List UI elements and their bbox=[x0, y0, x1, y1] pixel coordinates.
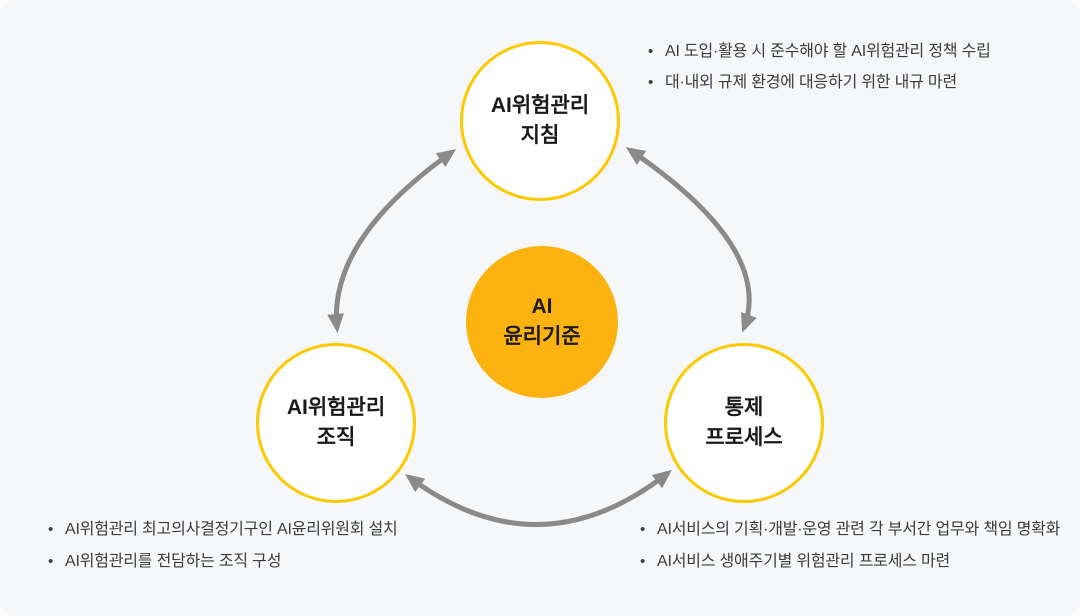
bullet-text: AI위험관리 최고의사결정기구인 AI윤리위원회 설치 bbox=[65, 521, 398, 538]
node-label-organization: AI위험관리 조직 bbox=[286, 395, 386, 449]
bullet-list-guideline: • AI 도입·활용 시 준수해야 할 AI위험관리 정책 수립 • 대·내외 … bbox=[648, 36, 991, 98]
list-item: • AI위험관리를 전담하는 조직 구성 bbox=[48, 546, 398, 578]
bullet-text: AI서비스 생애주기별 위험관리 프로세스 마련 bbox=[657, 553, 951, 570]
bullet-icon: • bbox=[648, 43, 654, 60]
bullet-list-control-process: • AI서비스의 기획·개발·운영 관련 각 부서간 업무와 책임 명확화 • … bbox=[640, 514, 1060, 578]
list-item: • AI 도입·활용 시 준수해야 할 AI위험관리 정책 수립 bbox=[648, 36, 991, 67]
bullet-icon: • bbox=[48, 553, 54, 570]
list-item: • AI위험관리 최고의사결정기구인 AI윤리위원회 설치 bbox=[48, 514, 398, 546]
node-label-guideline: AI위험관리 지침 bbox=[490, 93, 590, 147]
hub-circle-ai-ethics: AI 윤리기준 bbox=[466, 246, 618, 398]
list-item: • 대·내외 규제 환경에 대응하기 위한 내규 마련 bbox=[648, 67, 991, 98]
bullet-icon: • bbox=[640, 521, 646, 538]
bullet-text: AI서비스의 기획·개발·운영 관련 각 부서간 업무와 책임 명확화 bbox=[657, 521, 1061, 538]
bullet-text: AI 도입·활용 시 준수해야 할 AI위험관리 정책 수립 bbox=[665, 43, 991, 60]
hub-label: AI 윤리기준 bbox=[503, 294, 581, 348]
node-label-control-process: 통제 프로세스 bbox=[705, 395, 783, 449]
bullet-icon: • bbox=[640, 553, 646, 570]
node-circle-organization: AI위험관리 조직 bbox=[256, 343, 416, 503]
bullet-icon: • bbox=[648, 74, 654, 91]
list-item: • AI서비스의 기획·개발·운영 관련 각 부서간 업무와 책임 명확화 bbox=[640, 514, 1060, 546]
bullet-text: 대·내외 규제 환경에 대응하기 위한 내규 마련 bbox=[665, 74, 957, 91]
arrow-guideline-organization bbox=[327, 149, 457, 333]
node-circle-control-process: 통제 프로세스 bbox=[664, 343, 824, 503]
bullet-list-organization: • AI위험관리 최고의사결정기구인 AI윤리위원회 설치 • AI위험관리를 … bbox=[48, 514, 398, 578]
node-circle-guideline: AI위험관리 지침 bbox=[460, 41, 620, 201]
bullet-icon: • bbox=[48, 521, 54, 538]
list-item: • AI서비스 생애주기별 위험관리 프로세스 마련 bbox=[640, 546, 1060, 578]
arrow-guideline-process bbox=[625, 147, 757, 333]
bullet-text: AI위험관리를 전담하는 조직 구성 bbox=[65, 553, 282, 570]
arrow-organization-process bbox=[404, 469, 672, 527]
